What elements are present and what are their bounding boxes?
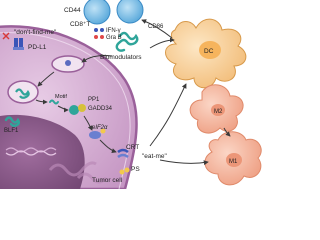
pp1-gadd34-complex (69, 104, 86, 115)
inhibition-cross (2, 32, 10, 40)
immunomodulation-diagram: CD44 CD8⁺T IFN-γ Gra B CD86 DC "don't-fi… (0, 0, 262, 189)
label-gadd34: GADD34 (88, 106, 113, 112)
arrow-vesicle-to-blf1 (37, 71, 55, 87)
label-dont-find-me: "don't-find-me" (14, 29, 57, 36)
cytokine-granules (94, 28, 104, 39)
dna-strand (5, 147, 57, 153)
pd-l1-receptor (13, 38, 24, 50)
label-cd44: CD44 (64, 7, 81, 14)
label-blf1: BLF1 (4, 128, 19, 134)
arrow-blf1-to-motif (35, 99, 48, 105)
crt-marker (117, 148, 129, 159)
dendritic-cell (165, 18, 247, 89)
label-cd86: CD86 (148, 24, 164, 30)
cd8-t-cell-1 (83, 0, 111, 25)
label-ifn-gamma: IFN-γ (106, 28, 121, 34)
label-motif: Motif (55, 94, 67, 100)
label-eif2a: eIF2α (92, 125, 108, 131)
label-ps: PS (131, 166, 140, 173)
label-crt: CRT (126, 144, 139, 151)
arrow-biomodulators-to-dc (149, 37, 175, 49)
endoplasmic-reticulum (48, 161, 108, 184)
m1-macrophage (204, 131, 262, 186)
label-tumor-cell: Tumor cell (92, 177, 123, 184)
arrow-m2-to-m1 (223, 127, 231, 137)
arrow-biomodulators-to-pdl1 (81, 55, 113, 63)
label-m2: M2 (214, 109, 223, 115)
nucleus (0, 114, 85, 189)
label-gra-b: Gra B (106, 35, 122, 41)
label-eat-me: "eat-me" (142, 153, 168, 160)
label-m1: M1 (229, 159, 238, 165)
label-cd8-t: CD8⁺T (70, 21, 90, 28)
biomodulator-glyph (115, 31, 139, 52)
arrow-motif-to-pp1 (57, 105, 69, 113)
label-biomodulators: Biomodulators (100, 54, 142, 61)
vesicle-top (51, 55, 85, 73)
eif2a-protein (89, 128, 106, 139)
label-pp1: PP1 (88, 97, 100, 103)
blf1-glyph (4, 116, 20, 127)
vesicle-left (7, 80, 39, 104)
arrow-gadd34-to-eif2a (83, 115, 93, 131)
arrow-eat-me-to-m1 (159, 159, 209, 166)
arrow-dc-to-tcell (141, 19, 173, 39)
label-pd-l1: PD-L1 (28, 44, 47, 51)
arrow-eat-me-to-dc (149, 83, 187, 147)
label-dc: DC (204, 48, 214, 55)
m2-macrophage (189, 84, 244, 134)
ps-marker (119, 167, 130, 175)
motif-glyph (49, 99, 59, 105)
cd8-t-cell-2 (116, 0, 144, 24)
arrow-eif2a-to-crt (99, 139, 117, 154)
